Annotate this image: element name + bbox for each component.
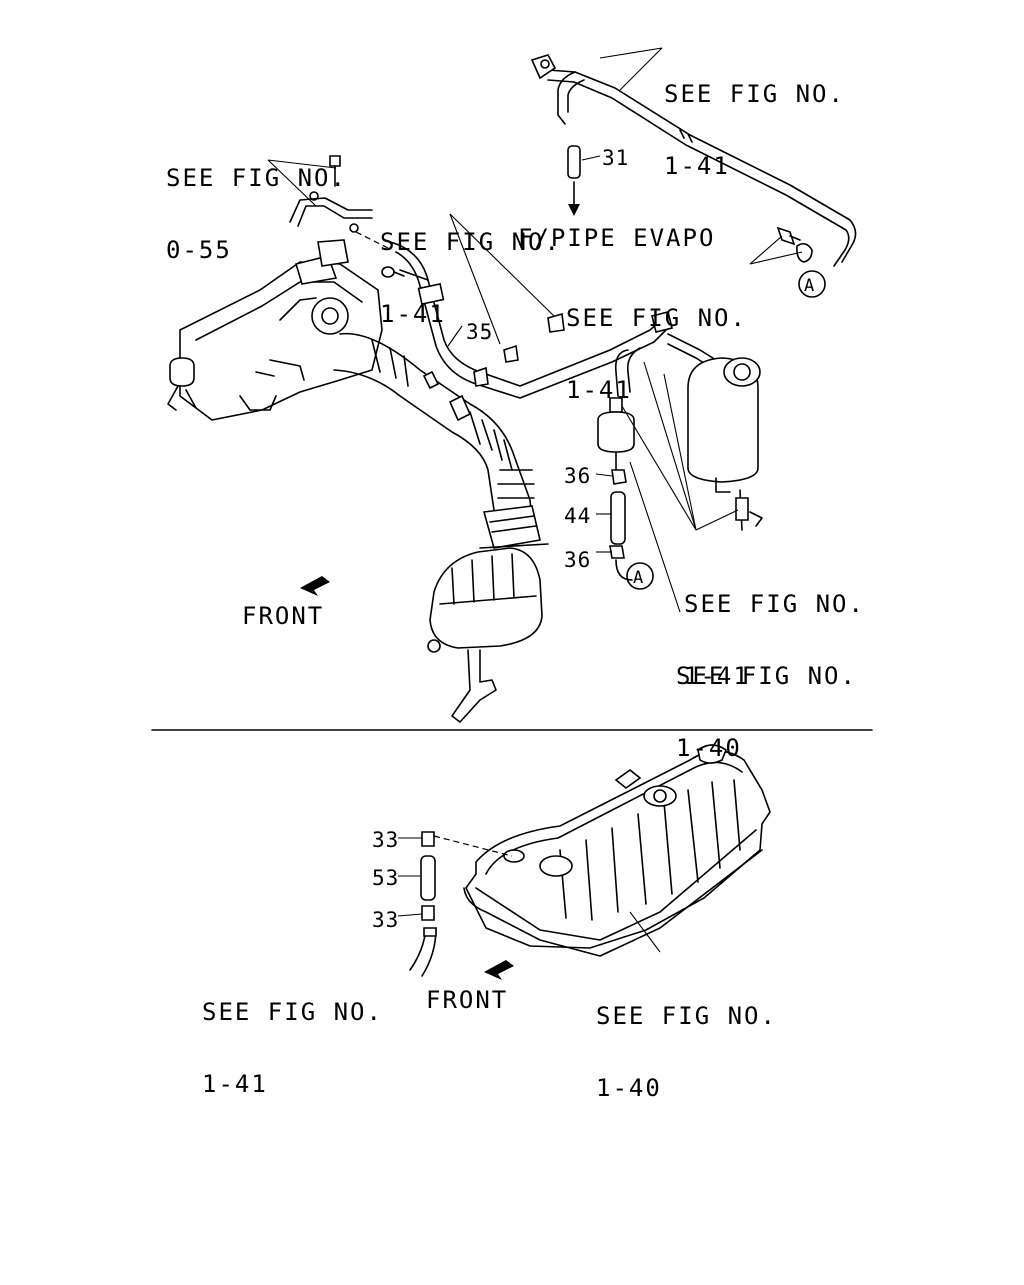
fig-ref-line2: 1-41 (684, 662, 750, 690)
fig-ref-line2: 1-41 (566, 376, 632, 404)
part-number-53: 53 (372, 866, 400, 890)
fig-ref-line2: 1-41 (380, 300, 446, 328)
connector-marker-a-pipe: A (804, 276, 815, 296)
fig-ref-line1: SEE FIG NO. (684, 590, 865, 618)
front-arrow-top-icon (300, 576, 330, 596)
fig-ref-1-41-clips: SEE FIG NO. 1-41 (380, 182, 561, 350)
bracket-055 (289, 155, 393, 251)
top-view-drawing (151, 47, 873, 731)
part-number-35: 35 (466, 320, 494, 344)
fig-ref-line2: 0-55 (166, 236, 232, 264)
fig-ref-line1: SEE FIG NO. (166, 164, 347, 192)
fig-ref-line1: SEE FIG NO. (596, 1002, 777, 1030)
canister (687, 357, 763, 531)
fig-ref-1-40-tank: SEE FIG NO. 1-40 (596, 956, 777, 1124)
fig-ref-1-41-connector: SEE FIG NO. 1-41 (566, 258, 747, 426)
fig-ref-line1: SEE FIG NO. (676, 662, 857, 690)
fig-ref-1-41-top: SEE FIG NO. 1-41 (664, 34, 845, 202)
fig-ref-1-41-canister: SEE FIG NO. 1-41 (684, 544, 865, 712)
front-label-top: FRONT (242, 602, 325, 630)
part-31-hose (567, 145, 601, 216)
fig-ref-line1: SEE FIG NO. (664, 80, 845, 108)
evap-pipe (530, 54, 857, 267)
top-leader-lines (267, 47, 803, 613)
part-number-33-lower: 33 (372, 908, 400, 932)
fig-ref-0-55: SEE FIG NO. 0-55 (166, 118, 347, 286)
fig-ref-line1: SEE FIG NO. (566, 304, 747, 332)
valve-assembly (595, 397, 654, 590)
front-label-bottom: FRONT (426, 986, 509, 1014)
pipe-clip-assembly (776, 226, 826, 298)
front-arrow-bottom-icon (484, 960, 514, 980)
intake-duct (333, 332, 535, 541)
part-number-33-upper: 33 (372, 828, 400, 852)
part-number-31: 31 (602, 146, 630, 170)
bottom-view-drawing (397, 744, 771, 980)
engine-block (167, 239, 383, 421)
connector-marker-a-hose: A (633, 568, 644, 588)
part-number-44: 44 (564, 504, 592, 528)
air-cleaner (427, 505, 549, 723)
fig-ref-line2: 1-41 (202, 1070, 268, 1098)
parts-33-53 (397, 831, 661, 977)
fig-ref-line2: 1-41 (664, 152, 730, 180)
part-number-36-upper: 36 (564, 464, 592, 488)
fig-ref-line2: 1-40 (596, 1074, 662, 1102)
fuel-tank (463, 744, 771, 957)
fig-ref-line1: SEE FIG NO. (202, 998, 383, 1026)
hose-clips (473, 312, 565, 387)
fig-ref-1-41-bottom: SEE FIG NO. 1-41 (202, 952, 383, 1120)
fig-ref-line1: SEE FIG NO. (380, 228, 561, 256)
fig-ref-line2: 1-40 (676, 734, 742, 762)
fig-ref-1-40-valve: SEE FIG NO. 1-40 (676, 616, 857, 784)
pipe-evapo-label: F/PIPE EVAPO (518, 224, 716, 252)
part-number-36-lower: 36 (564, 548, 592, 572)
